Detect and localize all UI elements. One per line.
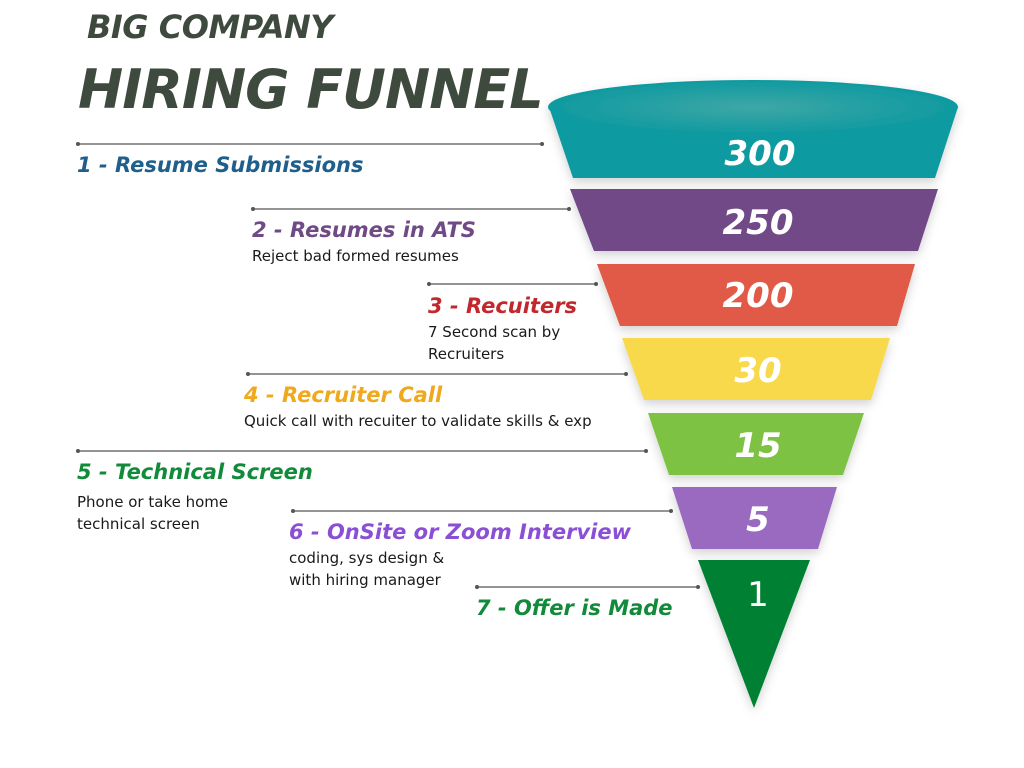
funnel-band-5 bbox=[648, 413, 864, 475]
stage-value-7: 1 bbox=[747, 575, 769, 615]
stage-desc-6: coding, sys design & with hiring manager bbox=[289, 549, 445, 589]
stage-value-3: 200 bbox=[723, 276, 794, 316]
funnel-band-2 bbox=[570, 189, 938, 251]
stage-desc-5: Phone or take home technical screen bbox=[77, 493, 229, 533]
stage-desc-4: Quick call with recuiter to validate ski… bbox=[244, 412, 592, 430]
page-title: HIRING FUNNEL bbox=[78, 58, 544, 121]
stage-label-2: 2 - Resumes in ATS bbox=[252, 218, 476, 242]
leader-line-1 bbox=[76, 142, 544, 146]
stage-label-7: 7 - Offer is Made bbox=[476, 596, 673, 620]
leader-line-7 bbox=[475, 585, 700, 589]
funnel-band-3 bbox=[597, 264, 915, 326]
leader-line-6 bbox=[291, 509, 673, 513]
stage-value-2: 250 bbox=[723, 203, 794, 243]
stage-label-3: 3 - Recuiters bbox=[428, 294, 578, 318]
leader-line-2 bbox=[251, 207, 571, 211]
funnel-band-4 bbox=[622, 338, 890, 400]
funnel-segment-1 bbox=[548, 80, 958, 178]
stage-value-5: 15 bbox=[734, 426, 781, 466]
stage-desc-3: 7 Second scan by Recruiters bbox=[428, 323, 561, 363]
stage-label-6: 6 - OnSite or Zoom Interview bbox=[289, 520, 631, 544]
leader-line-3 bbox=[427, 282, 598, 286]
leader-line-5 bbox=[76, 449, 648, 453]
stage-value-1: 300 bbox=[725, 134, 796, 174]
company-name: BIG COMPANY bbox=[87, 8, 333, 46]
funnel-band-7 bbox=[698, 560, 810, 708]
stage-label-1: 1 - Resume Submissions bbox=[77, 153, 364, 177]
funnel-band-6 bbox=[672, 487, 837, 549]
stage-desc-2: Reject bad formed resumes bbox=[252, 247, 459, 265]
leader-line-4 bbox=[246, 372, 628, 376]
stage-value-4: 30 bbox=[734, 351, 781, 391]
stage-label-5: 5 - Technical Screen bbox=[77, 460, 313, 484]
funnel-rim bbox=[548, 80, 958, 134]
stage-value-6: 5 bbox=[746, 500, 770, 540]
stage-label-4: 4 - Recruiter Call bbox=[244, 383, 443, 407]
